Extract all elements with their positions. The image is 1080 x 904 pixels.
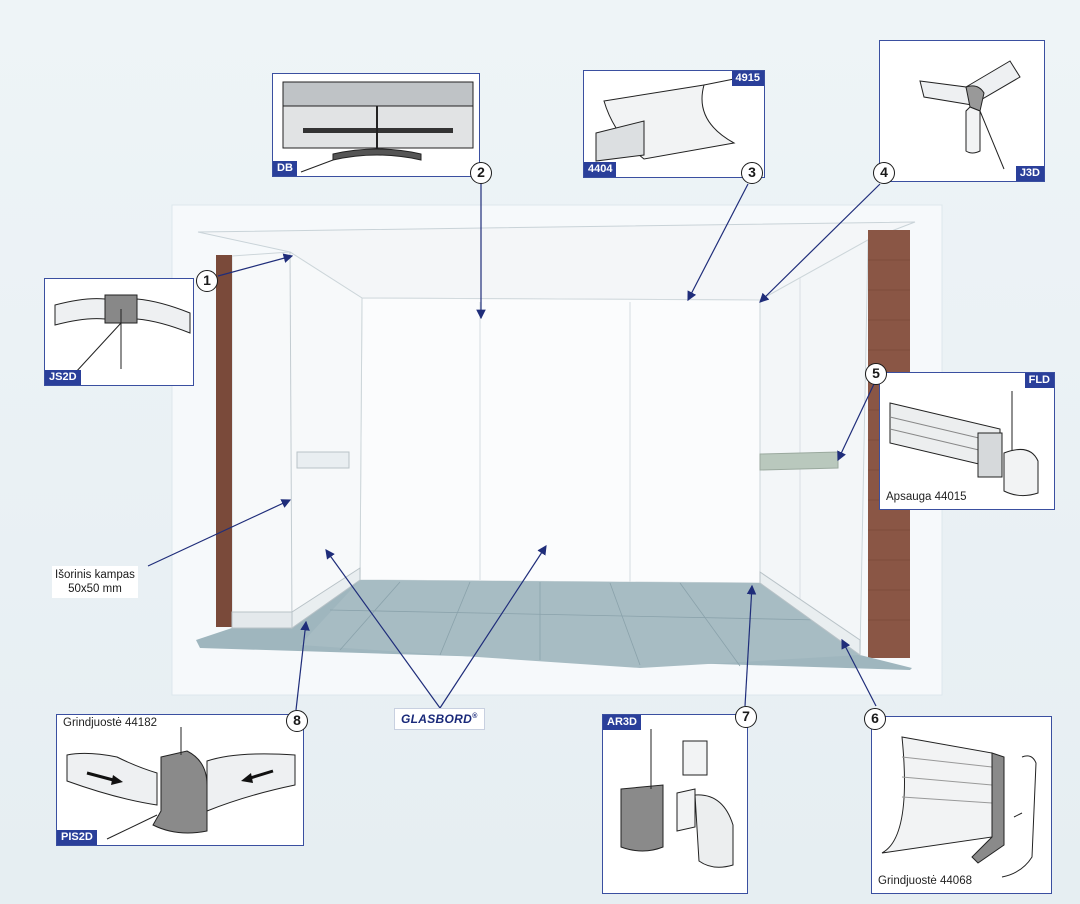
registered-mark: ® bbox=[472, 713, 478, 720]
callout-number-8: 8 bbox=[286, 710, 308, 732]
cove-profile-drawing bbox=[595, 78, 736, 162]
skirting-profile-drawing bbox=[881, 736, 1037, 878]
part-tag-db: DB bbox=[273, 161, 297, 176]
inset-pis2d: Grindjuostė 44182 PIS2D bbox=[56, 714, 304, 846]
part-tag-fld: FLD bbox=[1024, 373, 1054, 388]
callout-number-5: 5 bbox=[865, 363, 887, 385]
inset-j3d: J3D bbox=[879, 40, 1045, 182]
part-caption-grindjuoste-44182: Grindjuostė 44182 bbox=[63, 717, 157, 729]
part-caption-grindjuoste-44068: Grindjuostė 44068 bbox=[878, 875, 972, 887]
ceiling-profile-drawing bbox=[282, 81, 474, 173]
brand-name: GLASBORD bbox=[401, 712, 473, 726]
glasbord-brand-label: GLASBORD® bbox=[394, 708, 485, 730]
callout-number-1: 1 bbox=[196, 270, 218, 292]
callout-number-2: 2 bbox=[470, 162, 492, 184]
callout-number-4: 4 bbox=[873, 162, 895, 184]
part-tag-j3d: J3D bbox=[1015, 166, 1044, 181]
ceiling-joint-drawing bbox=[54, 294, 191, 374]
inset-js2d: JS2D bbox=[44, 278, 194, 386]
inner-corner-drawing bbox=[919, 60, 1021, 170]
external-corner-label: Išorinis kampas 50x50 mm bbox=[52, 566, 138, 598]
inset-ar3d: AR3D bbox=[602, 714, 748, 894]
inset-db: DB bbox=[272, 73, 480, 177]
callout-number-3: 3 bbox=[741, 162, 763, 184]
external-corner-size: 50x50 mm bbox=[68, 583, 122, 595]
part-tag-pis2d: PIS2D bbox=[57, 830, 97, 845]
callout-number-6: 6 bbox=[864, 708, 886, 730]
floor-corner-drawing bbox=[66, 727, 296, 840]
part-tag-js2d: JS2D bbox=[45, 370, 81, 385]
inset-grindjuoste-44068: Grindjuostė 44068 bbox=[871, 716, 1052, 894]
wall-protection-drawing bbox=[889, 391, 1039, 497]
part-tag-ar3d: AR3D bbox=[603, 715, 641, 730]
external-corner-title: Išorinis kampas bbox=[55, 569, 135, 581]
part-tag-4915: 4915 bbox=[731, 71, 764, 86]
part-caption-apsauga: Apsauga 44015 bbox=[886, 491, 967, 503]
part-tag-4404: 4404 bbox=[584, 162, 617, 177]
inset-4915-4404: 4915 4404 bbox=[583, 70, 765, 178]
outer-corner-drawing bbox=[620, 729, 734, 868]
inset-fld: FLD Apsauga 44015 bbox=[879, 372, 1055, 510]
callout-number-7: 7 bbox=[735, 706, 757, 728]
